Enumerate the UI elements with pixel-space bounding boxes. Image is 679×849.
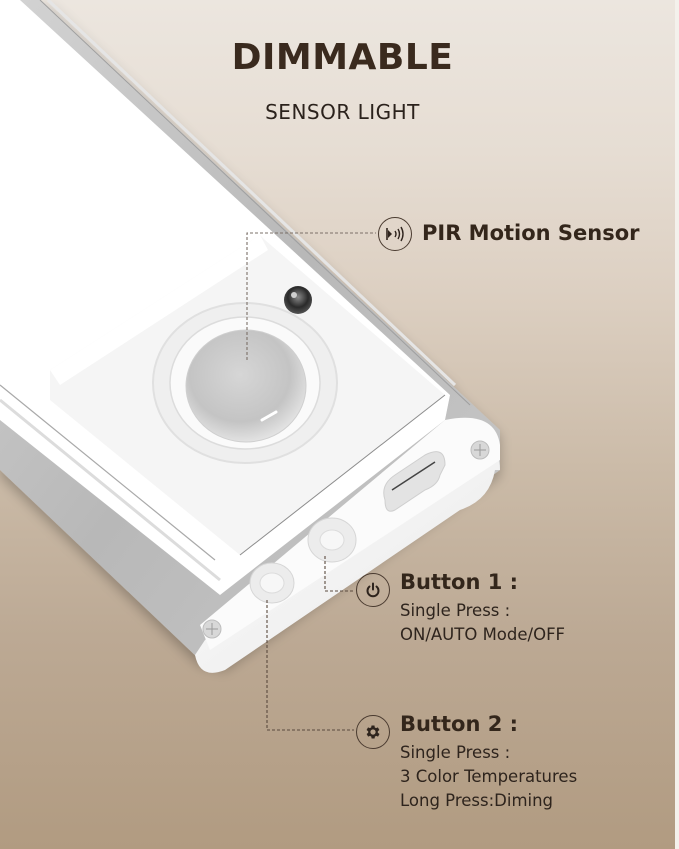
callout-description: Single Press : 3 Color Temperatures Long… <box>400 741 577 813</box>
callout-description: Single Press : ON/AUTO Mode/OFF <box>400 599 565 647</box>
headline-subtitle: SENSOR LIGHT <box>265 100 420 124</box>
motion-sensor-icon <box>378 217 412 251</box>
callout-label: PIR Motion Sensor <box>422 221 640 245</box>
gear-icon <box>356 715 390 749</box>
callout-pir-motion-sensor: PIR Motion Sensor <box>378 217 640 251</box>
headline-title: DIMMABLE <box>231 37 454 78</box>
description-line: 3 Color Temperatures <box>400 767 578 786</box>
headline: DIMMABLE SENSOR LIGHT <box>0 37 679 125</box>
power-icon <box>356 573 390 607</box>
callout-button-1: Button 1 : Single Press : ON/AUTO Mode/O… <box>356 570 565 647</box>
callout-label: Button 1 : <box>400 570 519 594</box>
description-line: Single Press : <box>400 601 511 620</box>
description-line: Single Press : <box>400 743 511 762</box>
callout-label: Button 2 : <box>400 712 519 736</box>
description-line: Long Press:Diming <box>400 791 554 810</box>
callout-button-2: Button 2 : Single Press : 3 Color Temper… <box>356 712 577 813</box>
right-edge-strip <box>675 0 679 849</box>
description-line: ON/AUTO Mode/OFF <box>400 625 566 644</box>
